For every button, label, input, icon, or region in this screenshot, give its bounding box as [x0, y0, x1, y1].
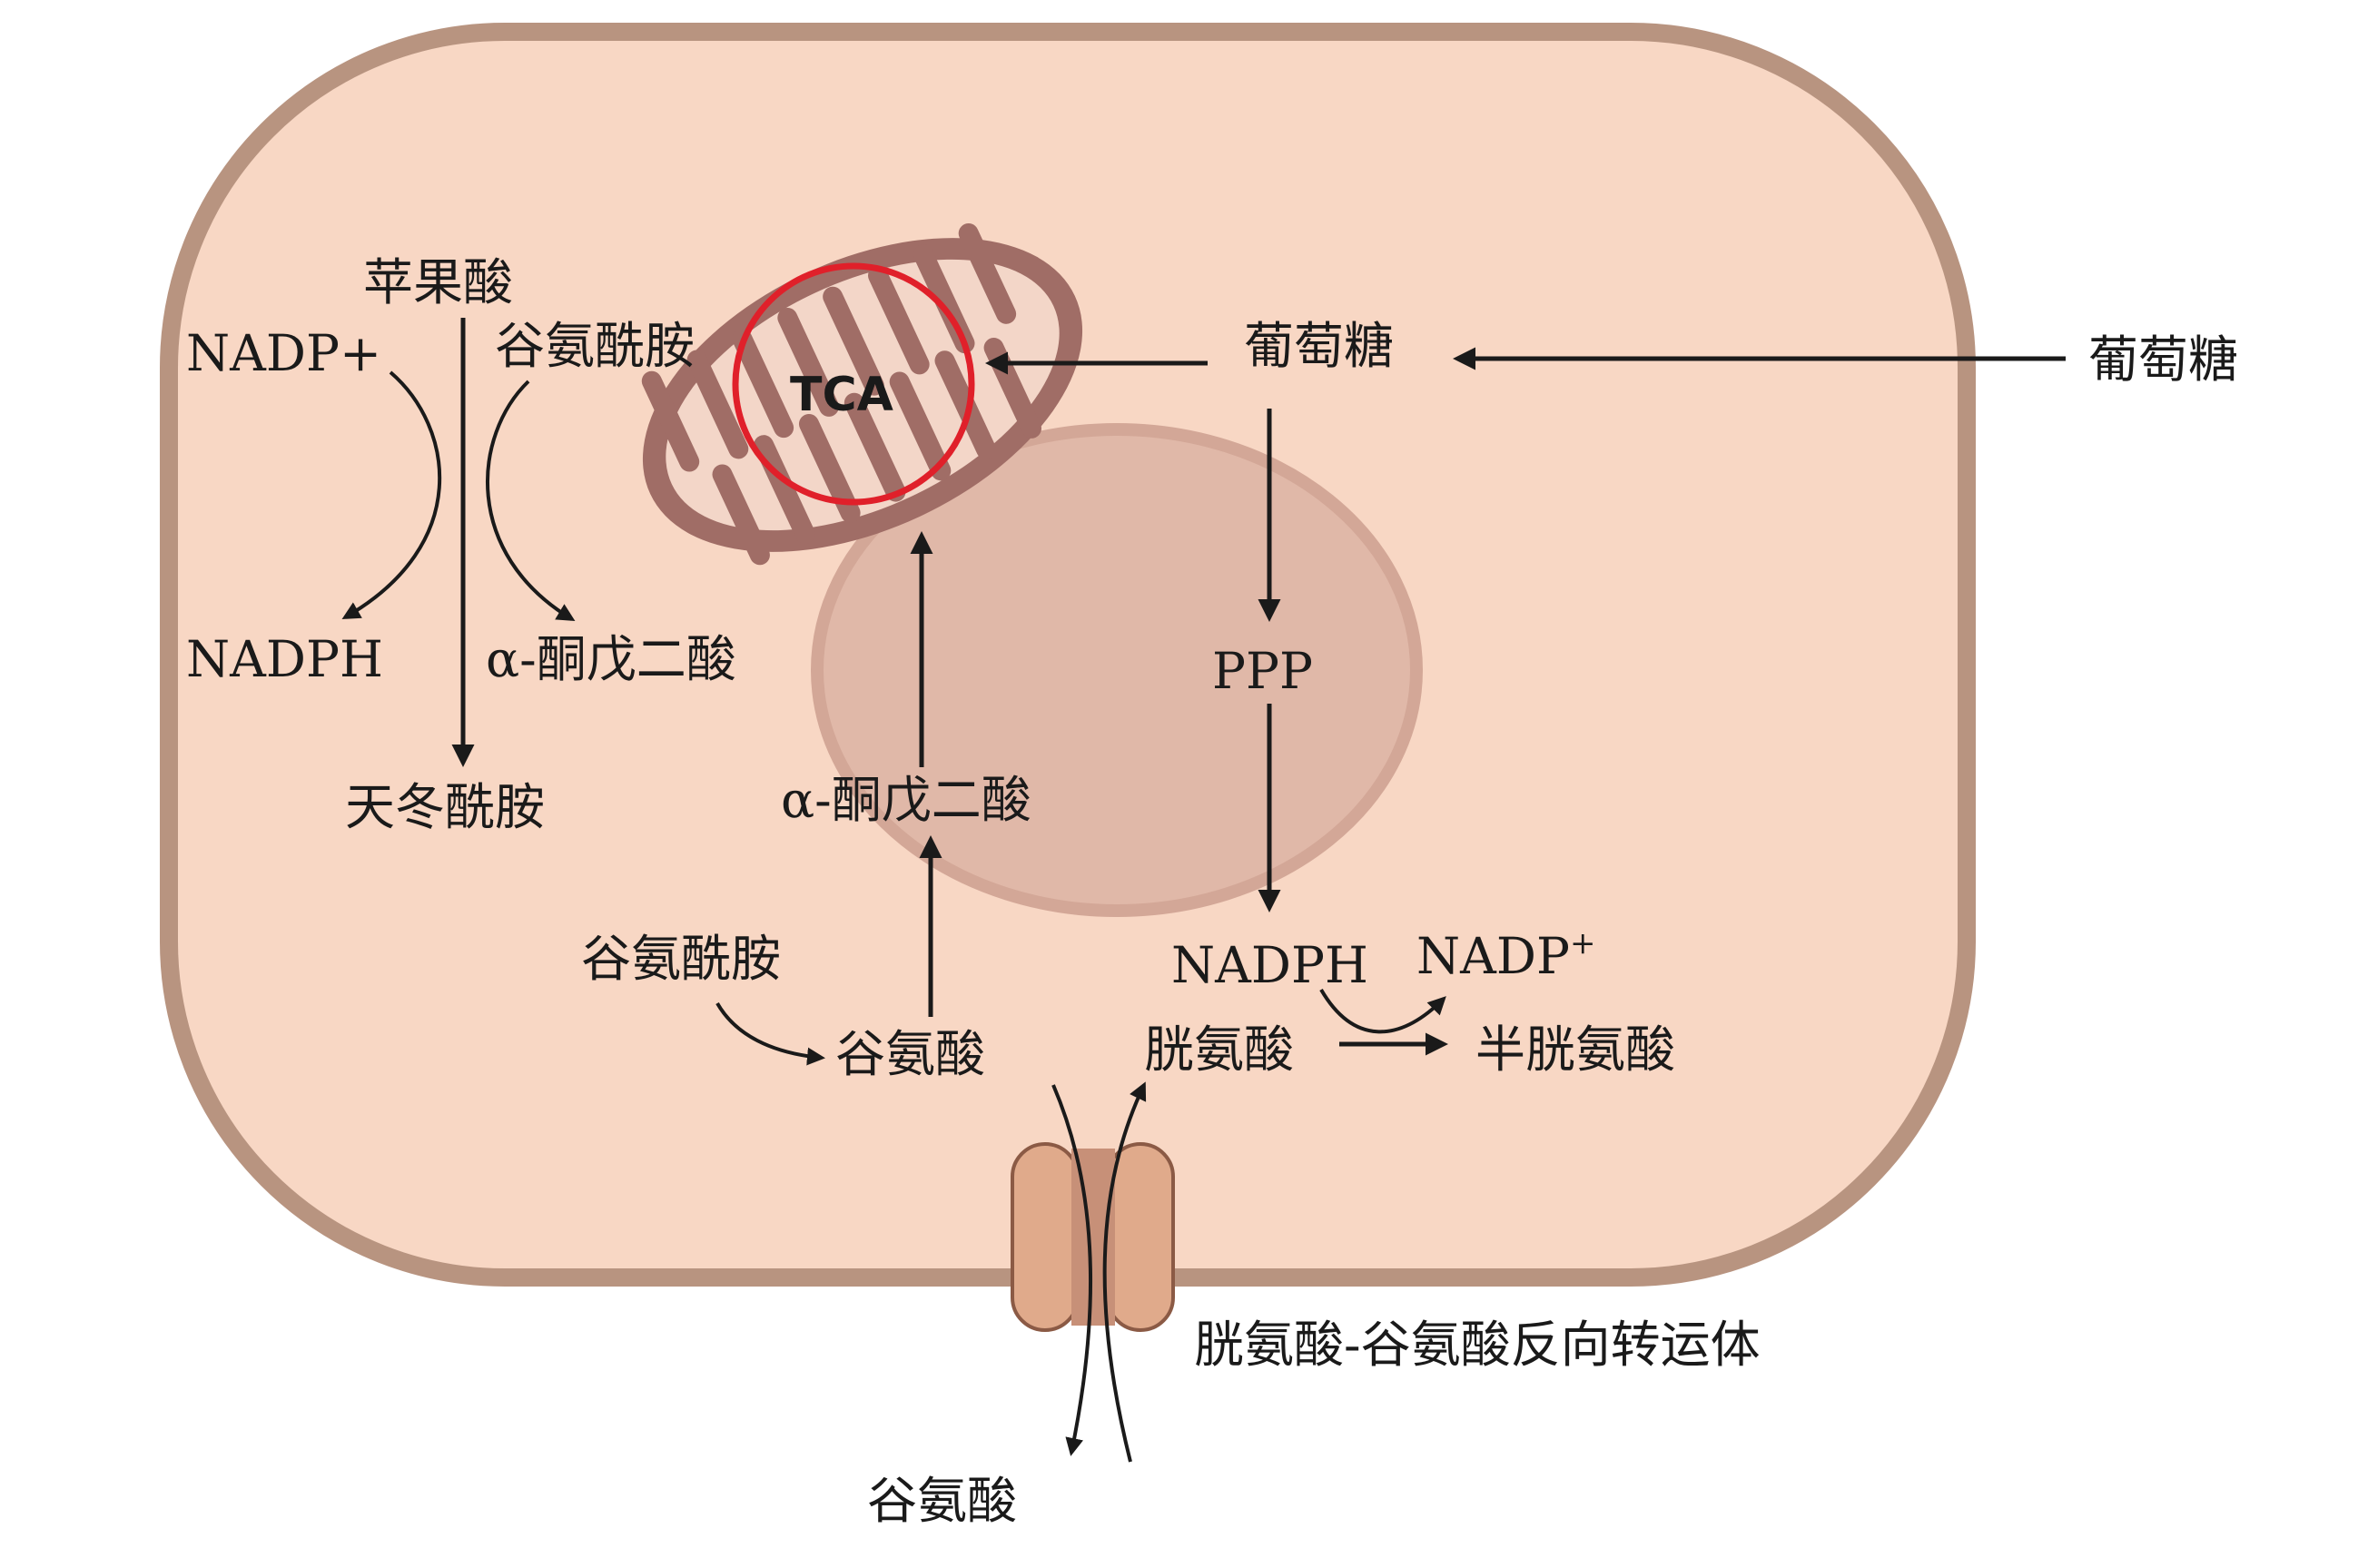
akg-left-label: α-酮戊二酸: [486, 630, 736, 688]
antiporter-protein: [1011, 1142, 1175, 1332]
glutamine-top-label: 谷氨酰胺: [495, 317, 695, 375]
asparagine-label: 天冬酰胺: [345, 778, 545, 836]
nadph-right-label: NADPH: [1171, 936, 1368, 994]
curved-arrow-nadph-to-nadp: [1319, 988, 1446, 1034]
nadph-left-label: NADPH: [186, 630, 383, 688]
glutamine-bottom-label: 谷氨酰胺: [581, 930, 781, 988]
glutamate-extracellular-label: 谷氨酸: [867, 1472, 1017, 1530]
tca-highlight-circle: [732, 262, 975, 506]
curved-arrow-glutamine-to-akg: [486, 380, 576, 622]
glutamate-intracellular-label: 谷氨酸: [835, 1025, 985, 1083]
glucose-intracellular-label: 葡萄糖: [1244, 317, 1394, 375]
curved-arrow-glutamine-to-glutamate: [715, 1002, 825, 1066]
nadp-plus-right-text: NADP: [1416, 927, 1570, 985]
antiporter-label: 胱氨酸-谷氨酸反向转运体: [1194, 1316, 1761, 1374]
nadp-plus-left-label: NADP+: [186, 324, 381, 382]
akg-center-label: α-酮戊二酸: [781, 771, 1031, 829]
cystine-label: 胱氨酸: [1144, 1021, 1294, 1079]
nucleus: [811, 423, 1423, 917]
cysteine-label: 半胱氨酸: [1475, 1021, 1675, 1079]
nadp-plus-right-label: NADP+: [1416, 925, 1595, 985]
tca-label: TCA: [790, 368, 893, 422]
glucose-extracellular-label: 葡萄糖: [2088, 330, 2238, 389]
malate-label: 苹果酸: [363, 253, 513, 311]
nadp-plus-right-superscript: +: [1570, 925, 1596, 962]
arrow-glutamate-export: [1051, 1084, 1092, 1456]
arrow-cystine-import: [1102, 1081, 1147, 1463]
curved-arrow-nadp-to-nadph: [341, 370, 442, 619]
ppp-label: PPP: [1212, 642, 1313, 700]
